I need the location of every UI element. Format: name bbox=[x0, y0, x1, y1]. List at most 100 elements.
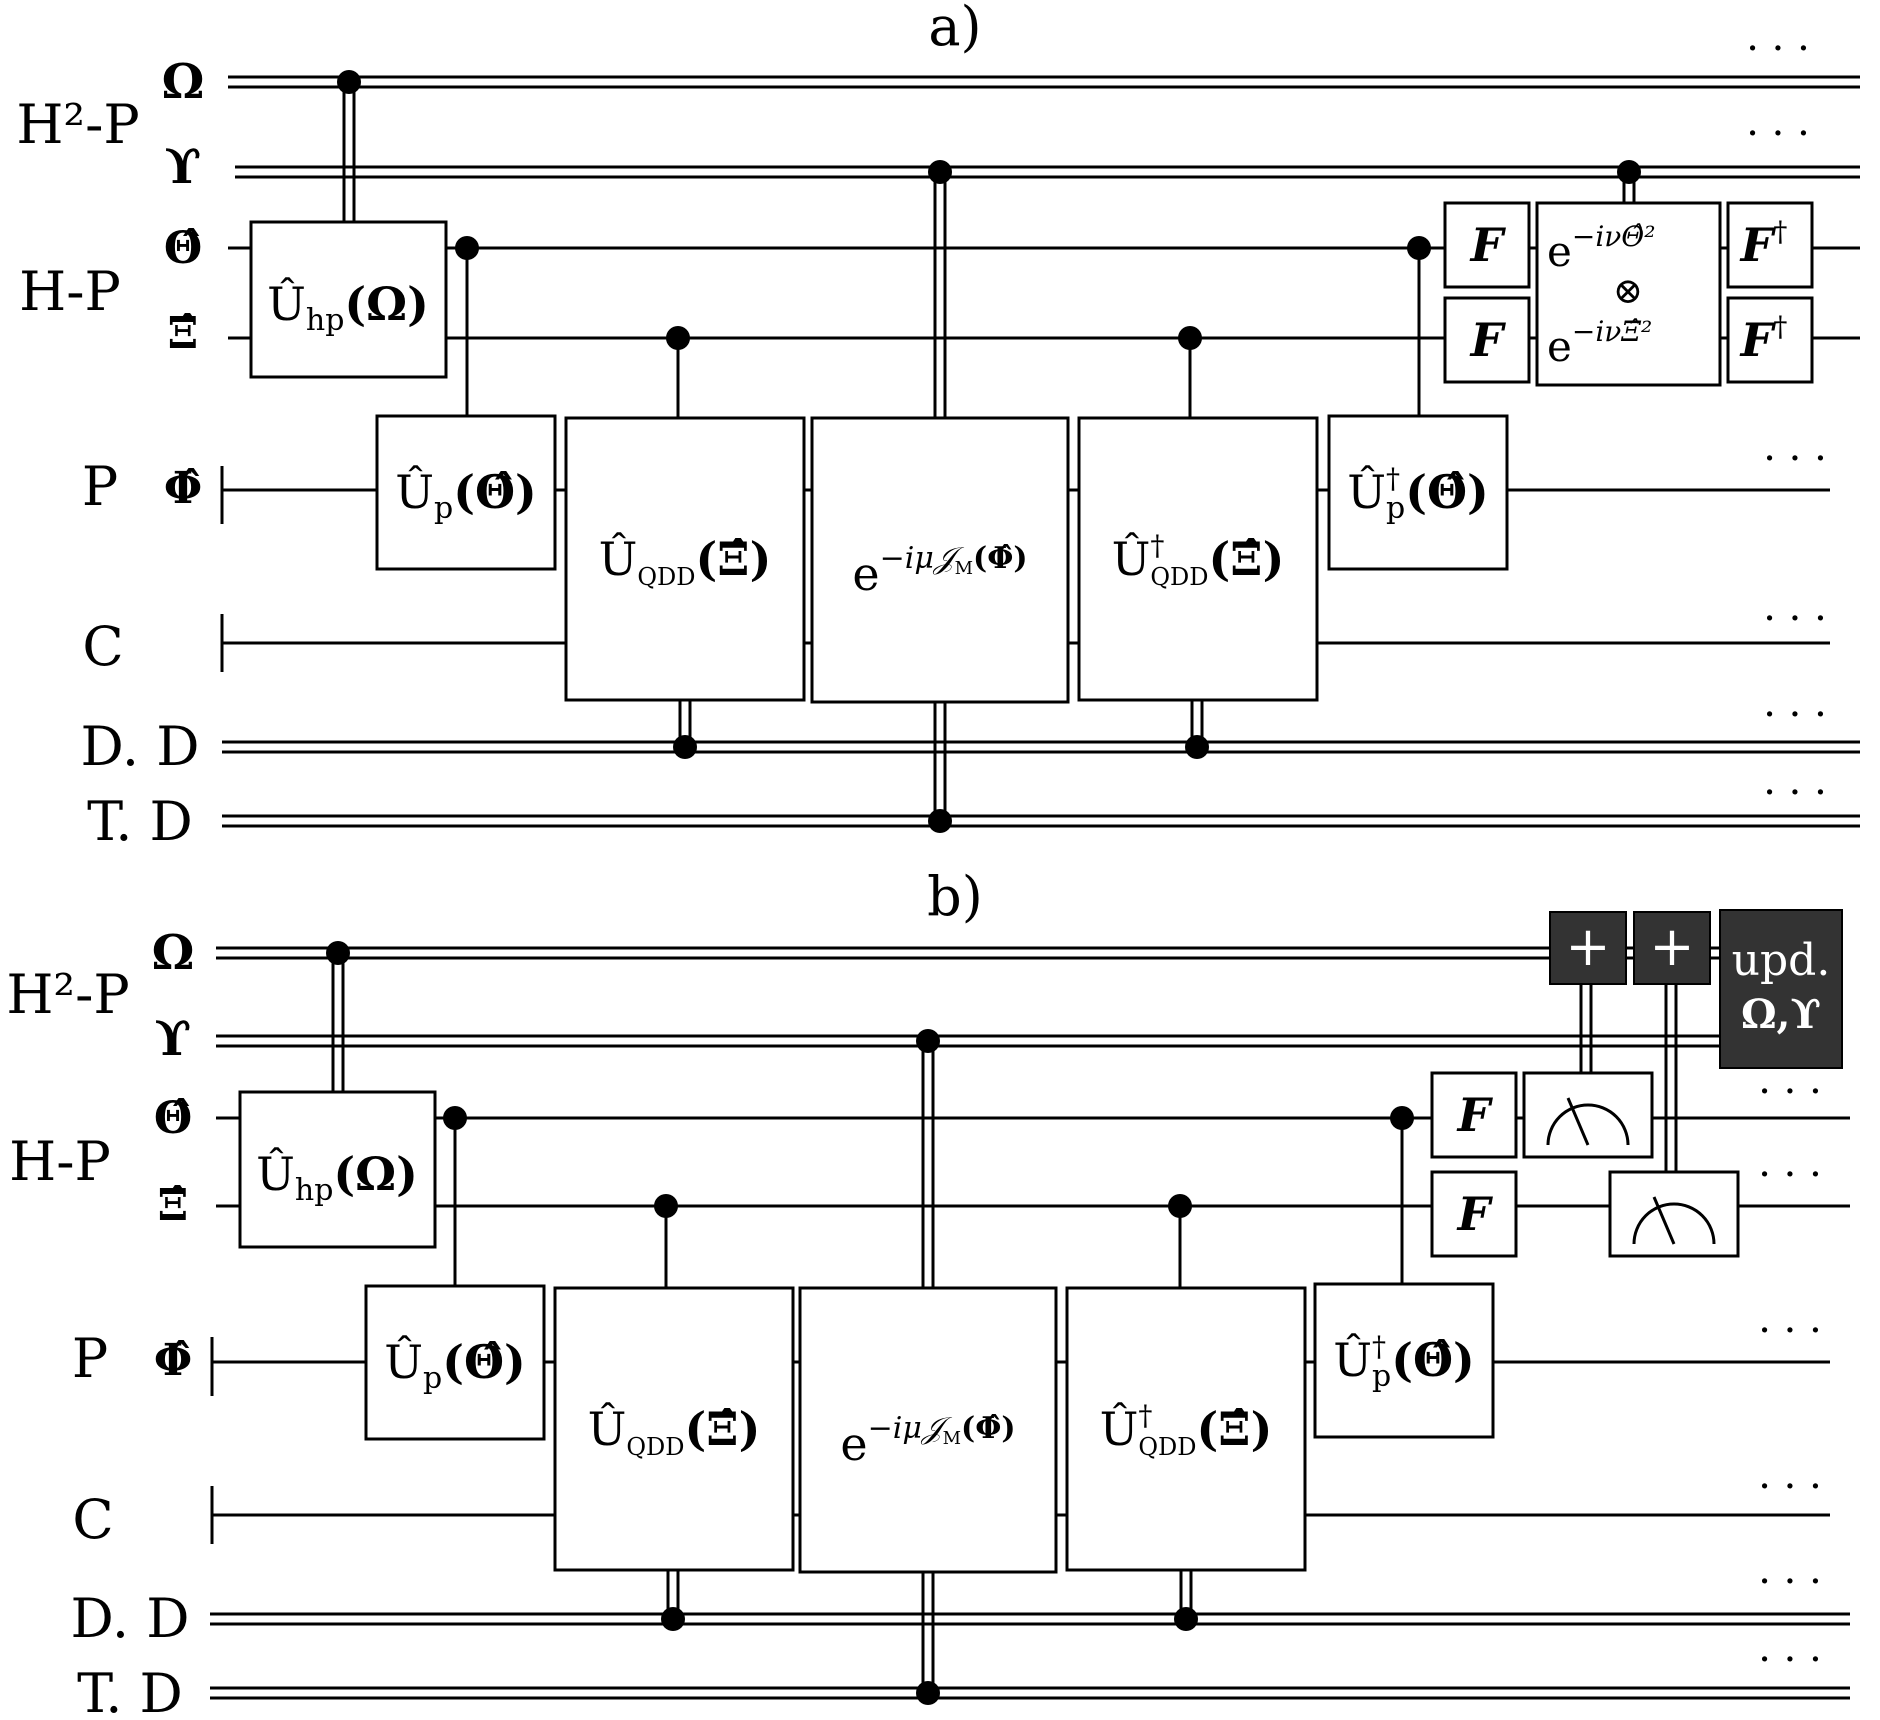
svg-text:F: F bbox=[1456, 1187, 1494, 1241]
register-label-dd: D. D bbox=[81, 715, 200, 778]
control-upsilon-to-expm bbox=[921, 1041, 935, 1288]
control-dot bbox=[455, 236, 479, 260]
measurement-theta bbox=[1522, 1071, 1654, 1159]
svg-text:e−iνΞ̂²: e−iνΞ̂² bbox=[1547, 315, 1652, 371]
ellipsis-dd: · · · bbox=[1763, 692, 1827, 738]
svg-text:F: F bbox=[1456, 1088, 1494, 1142]
ellipsis-td: · · · bbox=[1758, 1637, 1822, 1683]
wire-td bbox=[222, 814, 1860, 828]
register-label-c: C bbox=[82, 615, 123, 678]
svg-text:upd.: upd. bbox=[1732, 935, 1831, 986]
control-dot bbox=[1168, 1194, 1192, 1218]
svg-text:F: F bbox=[1469, 218, 1507, 272]
gate-exp-jm: e−iμ𝒥M(Φ̂) bbox=[798, 1286, 1058, 1574]
ellipsis-dd: · · · bbox=[1758, 1559, 1822, 1605]
svg-text:Û†p(Θ̂): Û†p(Θ̂) bbox=[1347, 462, 1489, 526]
wire-label-omega: Ω bbox=[152, 925, 195, 981]
gate-exp-jm: e−iμ𝒥M(Φ̂) bbox=[810, 416, 1070, 704]
control-dot bbox=[666, 326, 690, 350]
control-dot bbox=[1178, 326, 1202, 350]
control-td-to-expm bbox=[921, 1572, 935, 1693]
gate-f-theta: F bbox=[1443, 201, 1531, 289]
ellipsis-td: · · · bbox=[1763, 770, 1827, 816]
wire-label-xi: Ξ̂ bbox=[158, 1180, 189, 1231]
control-dot bbox=[1174, 1607, 1198, 1631]
svg-text:F†: F† bbox=[1739, 215, 1788, 272]
gate-u-qdd-dagger: Û†QDD(Ξ̂) bbox=[1065, 1286, 1307, 1572]
wire-label-theta: Θ̂ bbox=[154, 1093, 192, 1144]
gate-f-dagger-theta: F† bbox=[1726, 201, 1814, 289]
register-label-p: P bbox=[82, 455, 118, 518]
measurement-xi bbox=[1608, 1170, 1740, 1258]
gate-exp-squared-block: e−iνΘ̂² ⊗ e−iνΞ̂² bbox=[1535, 201, 1722, 387]
register-label-h2p: H²-P bbox=[16, 93, 139, 156]
gate-f-dagger-xi: F† bbox=[1726, 296, 1814, 384]
svg-text:⊗: ⊗ bbox=[1613, 271, 1643, 312]
control-omega-to-uhp bbox=[342, 82, 356, 222]
svg-text:Ûhp(Ω): Ûhp(Ω) bbox=[267, 276, 429, 338]
classical-add-omega-1: + bbox=[1549, 911, 1627, 985]
register-label-dd: D. D bbox=[71, 1587, 190, 1650]
panel-b-label: b) bbox=[927, 865, 983, 928]
register-label-p: P bbox=[72, 1327, 108, 1390]
svg-text:e−iμ𝒥M(Φ̂): e−iμ𝒥M(Φ̂) bbox=[852, 541, 1027, 601]
gate-u-hp: Ûhp(Ω) bbox=[238, 1090, 437, 1249]
gate-u-p: Ûp(Θ̂) bbox=[364, 1284, 546, 1441]
control-dot bbox=[443, 1106, 467, 1130]
wire-upsilon bbox=[235, 165, 1860, 179]
classical-link-meas2-to-plus2 bbox=[1664, 983, 1678, 1172]
svg-text:Ω,ϒ: Ω,ϒ bbox=[1741, 991, 1821, 1038]
svg-text:Ûp(Θ̂): Ûp(Θ̂) bbox=[384, 1334, 526, 1396]
gate-u-p: Ûp(Θ̂) bbox=[375, 414, 557, 571]
svg-text:ÛQDD(Ξ̂): ÛQDD(Ξ̂) bbox=[599, 531, 772, 591]
control-upsilon-to-expm bbox=[933, 172, 947, 418]
wire-omega bbox=[228, 75, 1860, 89]
svg-text:Ûhp(Ω): Ûhp(Ω) bbox=[256, 1146, 418, 1208]
wire-label-upsilon: ϒ bbox=[165, 139, 202, 195]
register-label-hp: H-P bbox=[9, 1130, 111, 1193]
gate-f-xi: F bbox=[1443, 296, 1531, 384]
wire-label-phi: Φ̂ bbox=[164, 463, 202, 514]
gate-u-hp: Ûhp(Ω) bbox=[249, 220, 448, 379]
control-omega-to-uhp bbox=[331, 953, 345, 1092]
control-dot bbox=[916, 1029, 940, 1053]
register-label-hp: H-P bbox=[19, 260, 121, 323]
gate-f-xi: F bbox=[1430, 1170, 1518, 1258]
svg-text:Ûp(Θ̂): Ûp(Θ̂) bbox=[395, 464, 537, 526]
svg-text:+: + bbox=[1649, 915, 1694, 978]
control-dot bbox=[916, 1681, 940, 1705]
control-dot bbox=[673, 735, 697, 759]
classical-add-omega-2: + bbox=[1633, 911, 1711, 985]
gate-u-qdd: ÛQDD(Ξ̂) bbox=[564, 416, 806, 702]
control-td-to-expm bbox=[933, 702, 947, 822]
wire-dd bbox=[222, 740, 1860, 754]
svg-text:Û†QDD(Ξ̂): Û†QDD(Ξ̂) bbox=[1100, 1399, 1273, 1461]
control-dot bbox=[661, 1607, 685, 1631]
wire-label-phi: Φ̂ bbox=[154, 1335, 192, 1386]
control-dot bbox=[928, 809, 952, 833]
wire-td bbox=[210, 1686, 1850, 1700]
wire-label-theta: Θ̂ bbox=[164, 223, 202, 274]
gate-u-qdd: ÛQDD(Ξ̂) bbox=[553, 1286, 795, 1572]
wire-label-upsilon: ϒ bbox=[155, 1011, 192, 1067]
register-label-c: C bbox=[72, 1488, 113, 1551]
control-dot bbox=[1185, 735, 1209, 759]
register-label-h2p: H²-P bbox=[6, 963, 129, 1026]
register-label-td: T. D bbox=[77, 1662, 183, 1720]
svg-text:ÛQDD(Ξ̂): ÛQDD(Ξ̂) bbox=[588, 1401, 761, 1461]
gate-u-p-dagger: Û†p(Θ̂) bbox=[1313, 1282, 1495, 1439]
panel-b: b) H²-P H-P P C D. D T. D Ω ϒ Θ̂ Ξ̂ Φ̂ bbox=[6, 865, 1850, 1720]
ellipsis-phi: · · · bbox=[1763, 436, 1827, 482]
ellipsis-c: · · · bbox=[1763, 596, 1827, 642]
control-dot bbox=[1617, 160, 1641, 184]
classical-link-meas1-to-plus1 bbox=[1579, 983, 1593, 1073]
ellipsis-xi: · · · bbox=[1758, 1152, 1822, 1198]
classical-update-box: upd. Ω,ϒ bbox=[1719, 909, 1843, 1069]
meter-icon bbox=[1632, 1202, 1716, 1245]
control-dot bbox=[1390, 1106, 1414, 1130]
wire-omega bbox=[216, 946, 1720, 960]
control-dot bbox=[337, 70, 361, 94]
svg-text:F: F bbox=[1469, 313, 1507, 367]
svg-text:F†: F† bbox=[1739, 310, 1788, 367]
